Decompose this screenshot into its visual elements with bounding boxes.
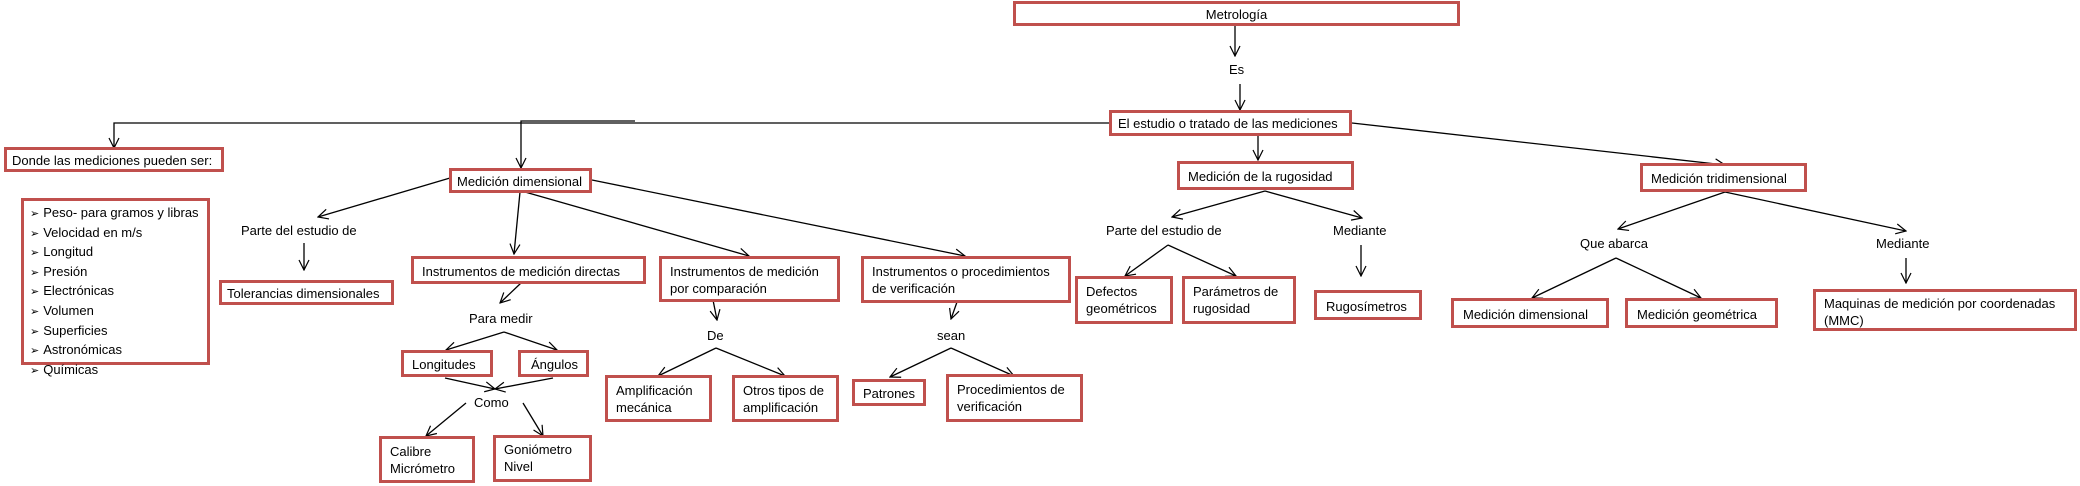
list-item: Velocidad en m/s [30, 224, 201, 244]
node-goniometro-nivel: Goniómetro Nivel [493, 435, 592, 482]
node-tri-dimensional-measurement: Medición dimensional [1451, 298, 1609, 328]
node-direct-instruments: Instrumentos de medición directas [411, 256, 646, 284]
list-item: Presión [30, 263, 201, 283]
edge-definition-types [114, 122, 1110, 148]
edge-angles-como [495, 377, 554, 389]
edge-roughness-via [1264, 190, 1362, 218]
node-tri-geometric-measurement: Medición geométrica [1625, 298, 1778, 328]
label-part-of-dimensional: Parte del estudio de [241, 223, 357, 238]
list-item: Longitud [30, 243, 201, 263]
types-list: Peso- para gramos y libras Velocidad en … [30, 204, 201, 380]
edge-definition-dimensional [521, 120, 635, 168]
label-via-tridimensional: Mediante [1876, 236, 1930, 251]
edge-paramedir-lengths [446, 331, 505, 350]
node-comparison-instruments: Instrumentos de medición por comparación [659, 256, 840, 302]
node-other-amplification: Otros tipos de amplificación [732, 375, 839, 422]
edge-dim-verification [591, 179, 965, 256]
edge-partof-defects [1125, 244, 1169, 276]
edge-dim-comparison [524, 191, 749, 256]
list-item: Superficies [30, 322, 201, 342]
edge-verification-sean [951, 301, 957, 319]
connector-de: De [707, 328, 724, 343]
edge-paramedir-angles [503, 331, 557, 350]
list-item: Volumen [30, 302, 201, 322]
connector-como: Como [474, 395, 509, 410]
node-tridimensional: Medición tridimensional [1640, 163, 1807, 192]
node-mechanical-amplification: Amplificación mecánica [605, 375, 712, 422]
edge-direct-paramedir [500, 282, 522, 303]
node-roughness: Medición de la rugosidad [1177, 161, 1354, 190]
edge-covers-geo [1615, 257, 1701, 298]
node-geometric-defects: Defectos geométricos [1075, 276, 1173, 324]
node-root-metrologia: Metrología [1013, 1, 1460, 26]
list-item: Electrónicas [30, 282, 201, 302]
node-coordinate-machines: Maquinas de medición por coordenadas (MM… [1813, 289, 2077, 331]
node-roughness-parameters: Parámetros de rugosidad [1182, 276, 1296, 324]
edge-como-calibre [426, 402, 467, 436]
node-definition: El estudio o tratado de las mediciones [1109, 110, 1352, 136]
node-lengths: Longitudes [401, 350, 493, 377]
connector-sean: sean [937, 328, 966, 343]
node-verification-instruments: Instrumentos o procedimientos de verific… [861, 256, 1071, 303]
label-part-of-roughness: Parte del estudio de [1106, 223, 1222, 238]
edge-de-mechanical [658, 347, 717, 376]
node-angles: Ángulos [518, 350, 589, 377]
edge-comparison-de [713, 299, 717, 320]
edge-tri-covers [1618, 191, 1726, 229]
edge-tri-via [1724, 191, 1906, 231]
edge-sean-patterns [890, 347, 952, 377]
label-via-roughness: Mediante [1333, 223, 1387, 238]
edge-dim-direct [514, 191, 521, 254]
edge-sean-procedures [950, 347, 1014, 376]
connector-para-medir: Para medir [469, 311, 533, 326]
list-item: Astronómicas [30, 341, 201, 361]
edge-lengths-como [444, 377, 495, 389]
connector-es: Es [1229, 62, 1245, 77]
edge-dim-partof [318, 177, 451, 217]
edge-de-other [715, 347, 785, 376]
edge-definition-tridimensional [1351, 122, 1725, 165]
list-item: Peso- para gramos y libras [30, 204, 201, 224]
edge-partof-parameters [1167, 244, 1236, 276]
list-item: Químicas [30, 361, 201, 381]
node-label: Metrología [1205, 7, 1268, 22]
node-verification-procedures: Procedimientos de verificación [946, 374, 1083, 422]
label-covers: Que abarca [1580, 236, 1648, 251]
node-dimensional: Medición dimensional [449, 168, 592, 193]
node-types-list: Peso- para gramos y libras Velocidad en … [21, 198, 210, 377]
node-calibre-micrometro: Calibre Micrómetro [379, 436, 475, 483]
edge-como-goniometro [522, 402, 543, 436]
node-rugosimetros: Rugosímetros [1314, 290, 1422, 320]
node-patterns: Patrones [852, 379, 926, 406]
node-tolerances: Tolerancias dimensionales [219, 280, 394, 305]
node-types-title: Donde las mediciones pueden ser: [4, 147, 224, 172]
edge-covers-dim [1532, 257, 1617, 298]
edge-roughness-partof [1172, 190, 1266, 217]
